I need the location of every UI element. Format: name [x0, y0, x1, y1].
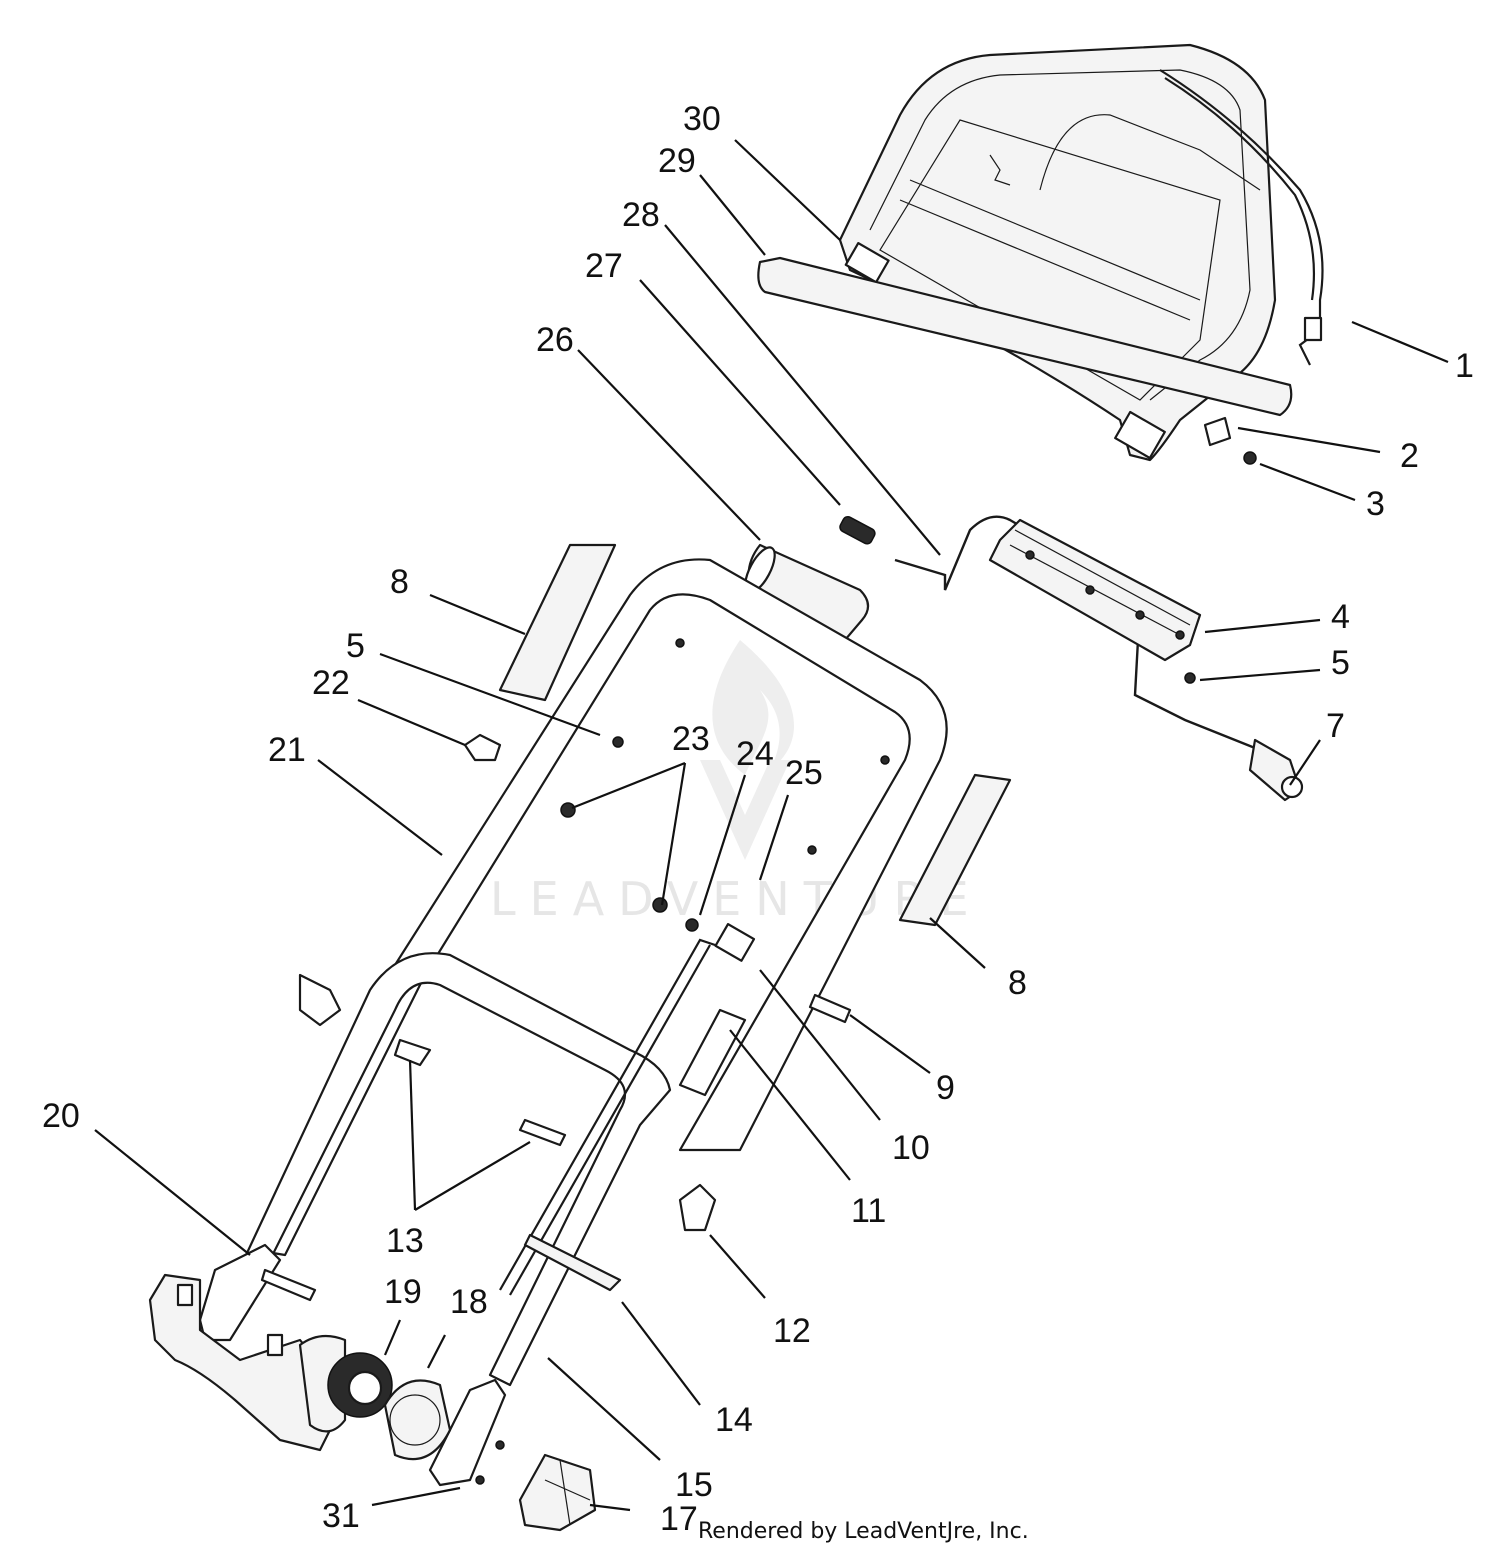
mower-deck — [148, 1273, 342, 1452]
callout-27: 27 — [585, 247, 623, 285]
callout-5-left: 5 — [346, 627, 365, 665]
callout-5-right: 5 — [1331, 644, 1350, 682]
wheel-adapter — [383, 1379, 452, 1461]
callout-28: 28 — [622, 196, 660, 234]
roller-tube — [744, 543, 870, 642]
callout-3: 3 — [1366, 485, 1385, 523]
callout-21: 21 — [268, 731, 306, 769]
wheel-hub — [298, 1334, 393, 1433]
callout-1: 1 — [1455, 347, 1474, 385]
callout-14: 14 — [715, 1401, 753, 1439]
callout-29: 29 — [658, 142, 696, 180]
decal — [757, 256, 1293, 417]
watermark: LEADVENTURE — [490, 640, 983, 926]
callout-13: 13 — [386, 1222, 424, 1260]
wheel-cap — [518, 1453, 597, 1532]
callout-17: 17 — [660, 1500, 698, 1538]
callout-30: 30 — [683, 100, 721, 138]
leader-lines — [94, 139, 1449, 1512]
callouts: 1 2 3 4 5 5 7 8 8 9 10 11 12 13 14 15 17… — [42, 100, 1474, 1538]
callout-22: 22 — [312, 664, 350, 702]
callout-8-right: 8 — [1008, 964, 1027, 1002]
bracket — [1203, 416, 1232, 447]
control-cable — [1159, 69, 1324, 366]
callout-31: 31 — [322, 1497, 360, 1535]
watermark-v-logo — [700, 760, 790, 860]
control-bracket — [988, 518, 1202, 684]
handle-grip-right — [898, 773, 1012, 927]
callout-23: 23 — [672, 720, 710, 758]
watermark-text: LEADVENTURE — [490, 872, 983, 926]
callout-2: 2 — [1400, 437, 1419, 475]
render-credit: Rendered by LeadVentJre, Inc. — [698, 1519, 1029, 1544]
handle-grip-left — [498, 543, 617, 702]
callout-15: 15 — [675, 1466, 713, 1504]
callout-20: 20 — [42, 1097, 80, 1135]
screw — [1243, 451, 1257, 465]
callout-26: 26 — [536, 321, 574, 359]
callout-10: 10 — [892, 1129, 930, 1167]
watermark-flame-logo — [712, 640, 794, 775]
callout-8-left: 8 — [390, 563, 409, 601]
callout-11: 11 — [851, 1192, 886, 1230]
callout-19: 19 — [384, 1273, 422, 1311]
callout-24: 24 — [736, 735, 774, 773]
callout-25: 25 — [785, 754, 823, 792]
callout-9: 9 — [936, 1069, 955, 1107]
callout-7: 7 — [1326, 707, 1345, 745]
callout-12: 12 — [773, 1312, 811, 1350]
hardware — [260, 638, 890, 1485]
bail-knob — [1248, 738, 1304, 802]
spring — [839, 515, 876, 545]
callout-18: 18 — [450, 1283, 488, 1321]
callout-4: 4 — [1331, 598, 1350, 636]
lower-handle — [198, 938, 747, 1487]
